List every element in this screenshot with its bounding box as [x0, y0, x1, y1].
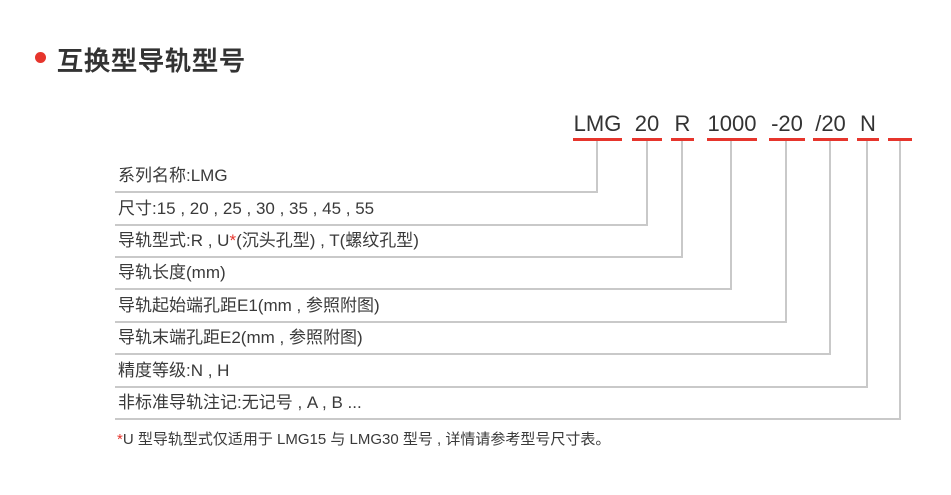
connector-vline-precision — [866, 141, 868, 388]
code-segment-e2-pitch: /20 — [813, 111, 848, 141]
connector-vline-rail-type — [681, 141, 683, 258]
footnote-asterisk-icon: * — [117, 431, 123, 448]
code-segment-size: 20 — [632, 111, 662, 141]
spec-row-size: 尺寸:15 , 20 , 25 , 30 , 35 , 45 , 55 — [115, 198, 648, 226]
footnote: *U 型导轨型式仅适用于 LMG15 与 LMG30 型号 , 详情请参考型号尺… — [117, 428, 610, 449]
footnote-text: U 型导轨型式仅适用于 LMG15 与 LMG30 型号 , 详情请参考型号尺寸… — [122, 431, 611, 448]
spec-row-e1: 导轨起始端孔距E1(mm , 参照附图) — [115, 295, 787, 323]
spec-row-e2: 导轨末端孔距E2(mm , 参照附图) — [115, 327, 831, 355]
code-segment-nonstandard-suffix — [888, 111, 912, 141]
code-segment-precision: N — [857, 111, 879, 141]
spec-row-label: 非标准导轨注记:无记号 , A , B ... — [118, 393, 362, 412]
spec-row-nonstandard-note: 非标准导轨注记:无记号 , A , B ... — [115, 392, 901, 420]
code-segment-series: LMG — [573, 111, 622, 141]
spec-row-label: 系列名称:LMG — [118, 166, 228, 185]
connector-vline-e2 — [829, 141, 831, 355]
page-title: 互换型导轨型号 — [57, 46, 247, 76]
code-segment-rail-type: R — [671, 111, 694, 141]
code-segment-e1-pitch: -20 — [769, 111, 805, 141]
spec-row-rail-type: 导轨型式:R , U*(沉头孔型) , T(螺纹孔型) — [115, 230, 683, 258]
spec-row-precision-grade: 精度等级:N , H — [115, 360, 868, 388]
spec-row-label: 导轨型式:R , U*(沉头孔型) , T(螺纹孔型) — [118, 231, 419, 250]
connector-vline-length — [730, 141, 732, 290]
connector-vline-size — [646, 141, 648, 226]
spec-row-label: 导轨末端孔距E2(mm , 参照附图) — [118, 328, 363, 347]
spec-row-label: 尺寸:15 , 20 , 25 , 30 , 35 , 45 , 55 — [118, 199, 375, 218]
spec-row-label: 导轨长度(mm) — [118, 263, 226, 282]
asterisk: * — [229, 231, 237, 250]
connector-vline-e1 — [785, 141, 787, 323]
spec-row-label: 精度等级:N , H — [118, 361, 230, 380]
connector-vline-nonstandard — [899, 141, 901, 420]
connector-vline-series — [596, 141, 598, 193]
spec-row-rail-length: 导轨长度(mm) — [115, 262, 732, 290]
section-bullet-icon — [35, 52, 46, 63]
code-segment-length: 1000 — [707, 111, 757, 141]
spec-row-label: 导轨起始端孔距E1(mm , 参照附图) — [118, 296, 380, 315]
spec-row-series-name: 系列名称:LMG — [115, 165, 598, 193]
